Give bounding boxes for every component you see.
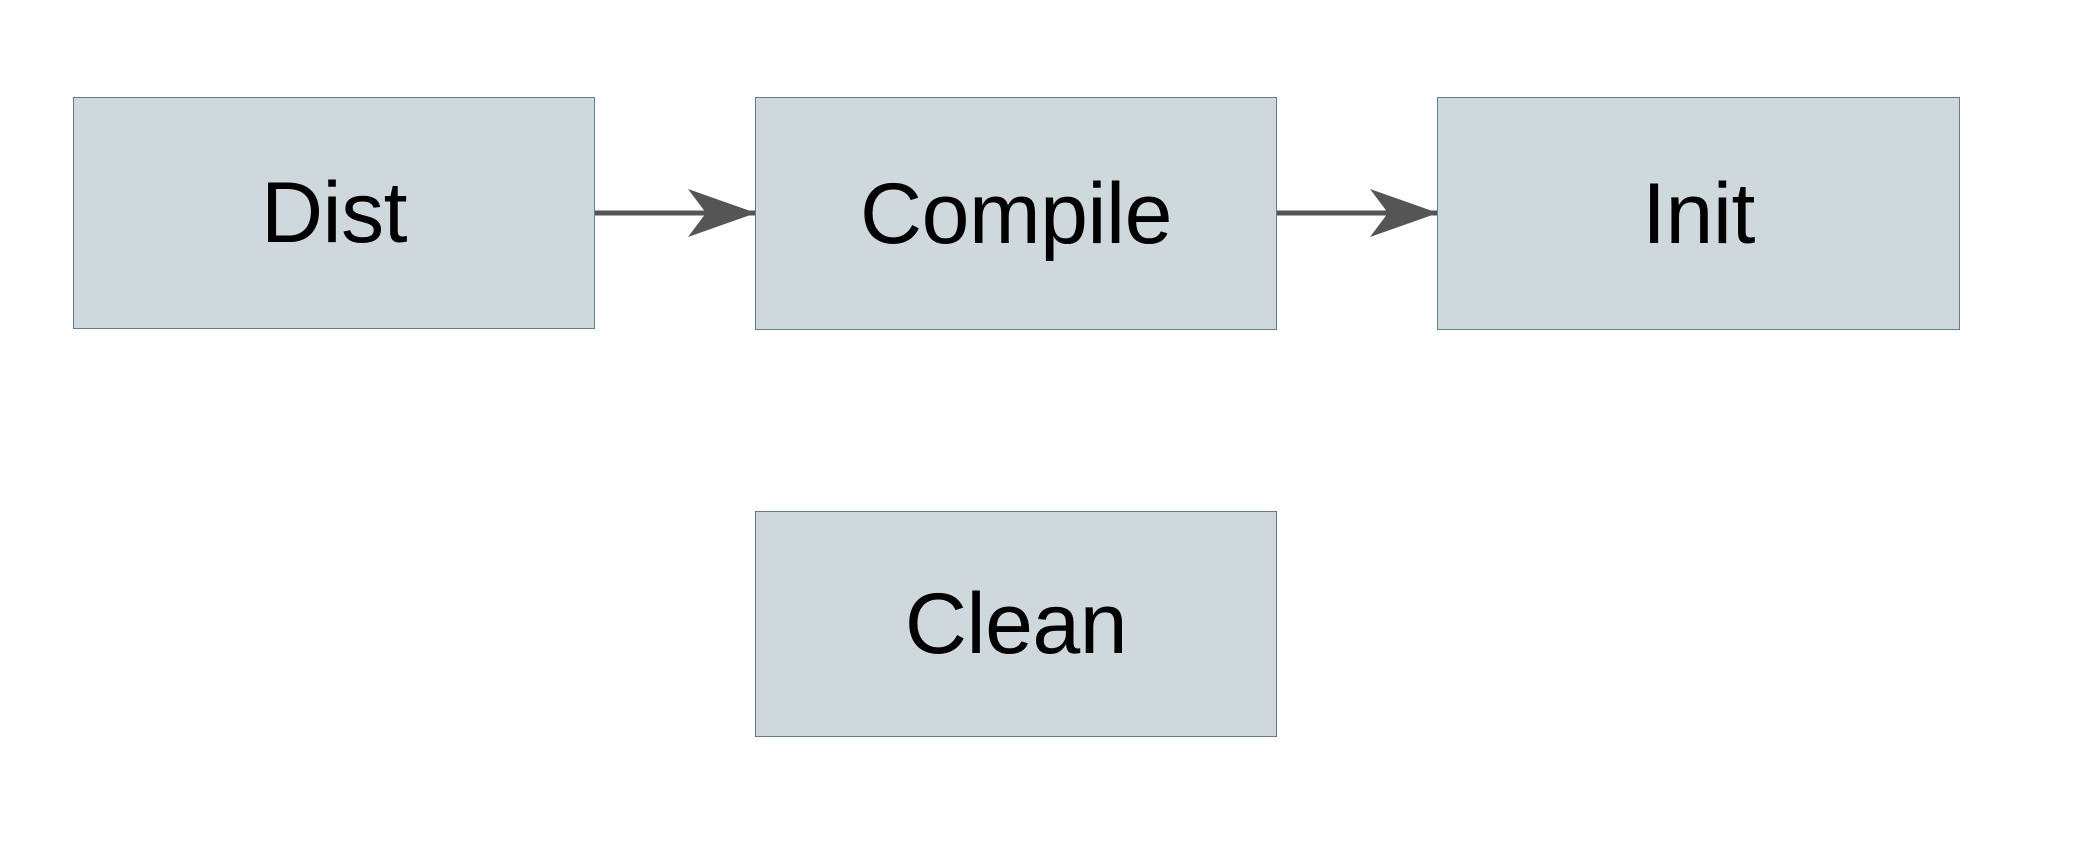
edge-compile-to-init-hitarea[interactable] (1277, 193, 1437, 233)
edge-dist-to-compile-hitarea[interactable] (595, 193, 755, 233)
node-clean-label: Clean (904, 576, 1128, 672)
node-init-label: Init (1642, 165, 1755, 262)
node-init[interactable]: Init (1437, 97, 1960, 330)
node-compile-label: Compile (860, 165, 1172, 262)
node-clean[interactable]: Clean (755, 511, 1277, 737)
node-dist[interactable]: Dist (73, 97, 595, 329)
node-compile[interactable]: Compile (755, 97, 1277, 330)
node-dist-label: Dist (260, 165, 408, 261)
